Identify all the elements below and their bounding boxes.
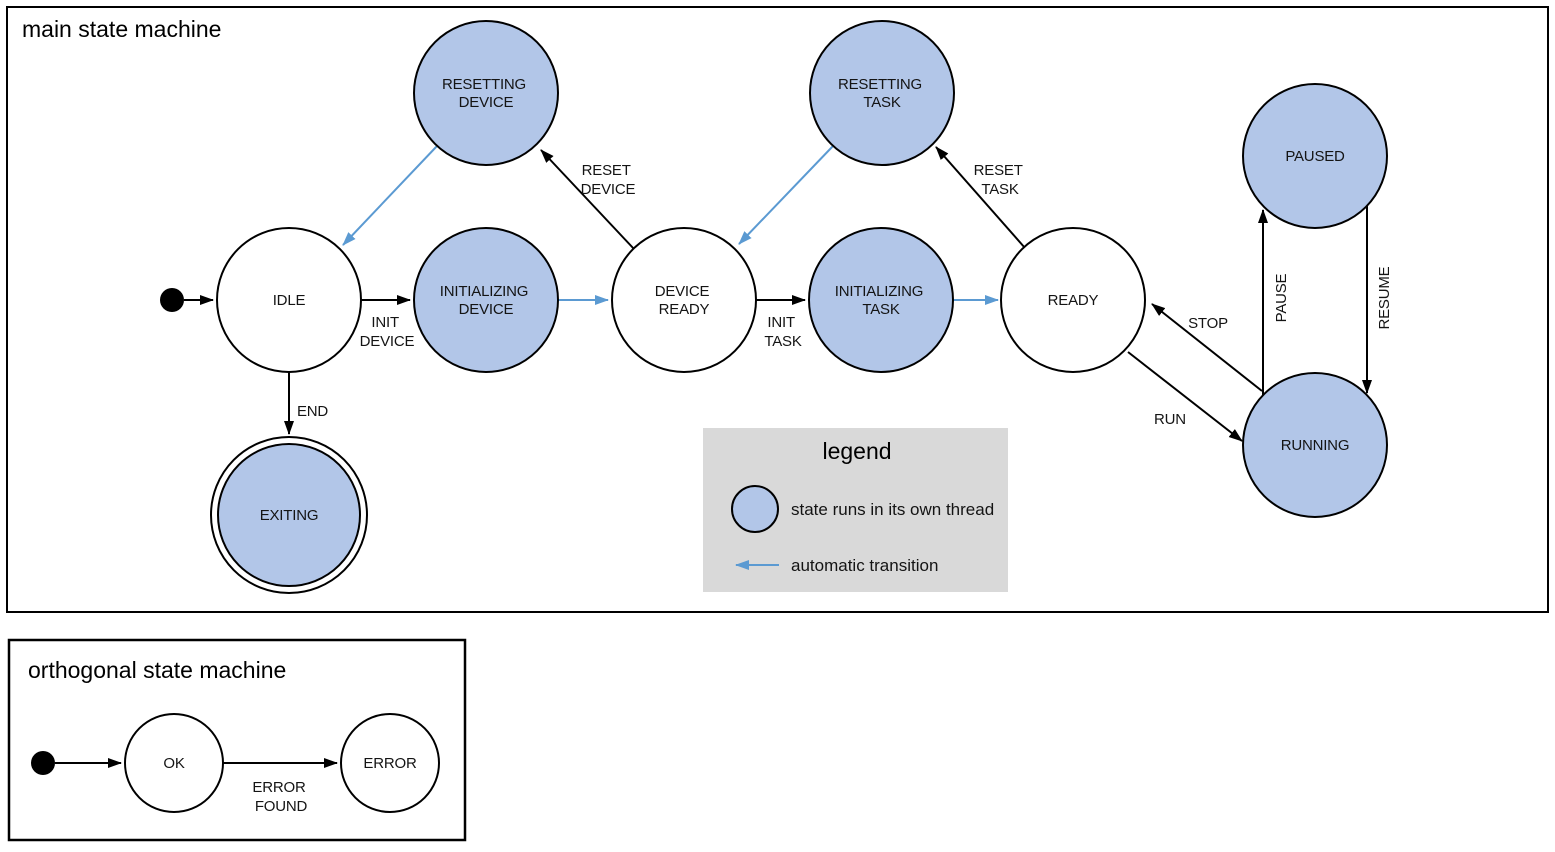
main-state-machine: main state machine INIT DEVICE RESET DEV… bbox=[6, 6, 1549, 613]
legend-thread-label: state runs in its own thread bbox=[791, 500, 994, 519]
state-initializing-task-label: INITIALIZING TASK bbox=[835, 283, 927, 318]
state-exiting-label: EXITING bbox=[260, 507, 319, 524]
transition-error-found-label: ERROR FOUND bbox=[252, 779, 309, 815]
state-resetting-device bbox=[413, 20, 559, 166]
transition-reset-device-label: RESET DEVICE bbox=[581, 162, 636, 198]
transition-resetting-task-to-device-ready-auto bbox=[738, 145, 834, 245]
state-idle bbox=[216, 227, 362, 373]
orthogonal-state-machine: orthogonal state machine ERROR FOUND OK … bbox=[7, 638, 467, 842]
state-resetting-task bbox=[809, 20, 955, 166]
legend-thread-state-swatch bbox=[731, 485, 779, 533]
main-machine-frame bbox=[6, 6, 1549, 613]
state-ready-label: READY bbox=[1048, 292, 1099, 309]
state-error bbox=[340, 713, 440, 813]
main-machine-title: main state machine bbox=[22, 16, 221, 42]
state-resetting-device-label: RESETTING DEVICE bbox=[442, 76, 530, 111]
state-idle-label: IDLE bbox=[273, 292, 306, 309]
transition-run bbox=[1127, 351, 1243, 442]
state-running-label: RUNNING bbox=[1281, 437, 1350, 454]
state-exiting bbox=[217, 443, 361, 587]
transition-resume-label: RESUME bbox=[1376, 266, 1393, 329]
transition-init-device-label: INIT DEVICE bbox=[360, 314, 415, 350]
transition-reset-task-label: RESET TASK bbox=[974, 162, 1027, 198]
transition-resetting-device-to-idle-auto bbox=[342, 145, 438, 246]
transition-end-label: END bbox=[297, 403, 328, 420]
transition-reset-device bbox=[540, 149, 635, 250]
orthogonal-machine-title: orthogonal state machine bbox=[28, 657, 286, 683]
state-ready bbox=[1000, 227, 1146, 373]
initial-state-dot bbox=[160, 288, 184, 312]
orthogonal-machine-frame bbox=[7, 638, 467, 842]
state-error-label: ERROR bbox=[363, 755, 417, 772]
legend: legend state runs in its own thread auto… bbox=[703, 428, 1008, 592]
state-ok bbox=[124, 713, 224, 813]
state-ok-label: OK bbox=[163, 755, 184, 772]
transition-reset-task bbox=[935, 146, 1026, 249]
transition-run-label: RUN bbox=[1154, 411, 1186, 428]
legend-title: legend bbox=[822, 438, 891, 464]
transition-init-task-label: INIT TASK bbox=[764, 314, 801, 350]
legend-auto-label: automatic transition bbox=[791, 556, 938, 575]
state-resetting-task-label: RESETTING TASK bbox=[838, 76, 926, 111]
state-initializing-task bbox=[808, 227, 954, 373]
state-initializing-device bbox=[413, 227, 559, 373]
state-paused-label: PAUSED bbox=[1285, 148, 1345, 165]
state-device-ready bbox=[611, 227, 757, 373]
state-running bbox=[1242, 372, 1388, 518]
state-device-ready-label: DEVICE READY bbox=[655, 283, 714, 318]
state-initializing-device-label: INITIALIZING DEVICE bbox=[440, 283, 532, 318]
transition-stop bbox=[1151, 303, 1263, 392]
orthogonal-initial-state-dot bbox=[31, 751, 55, 775]
transition-pause-label: PAUSE bbox=[1273, 273, 1290, 322]
state-paused bbox=[1242, 83, 1388, 229]
transition-stop-label: STOP bbox=[1188, 315, 1228, 332]
